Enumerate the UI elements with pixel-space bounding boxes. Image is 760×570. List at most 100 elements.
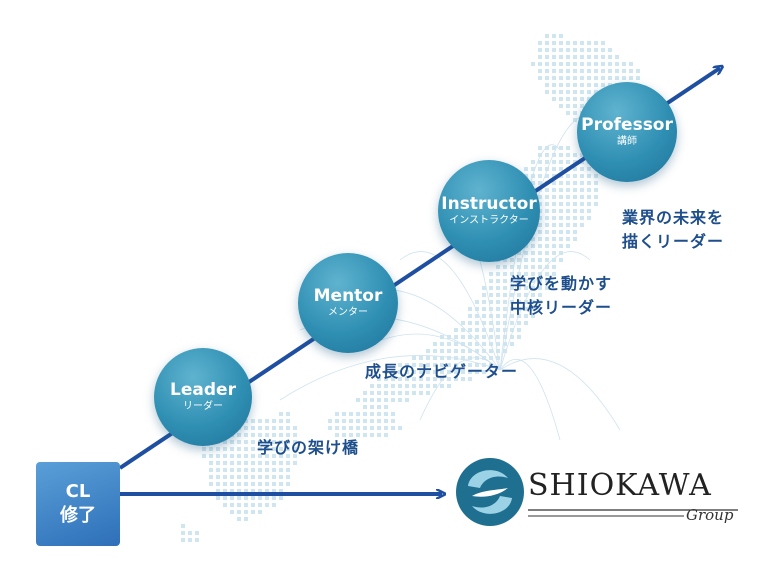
map-dot bbox=[517, 307, 521, 311]
map-dot bbox=[559, 209, 563, 213]
map-dot bbox=[587, 76, 591, 80]
map-dot bbox=[538, 237, 542, 241]
map-dot bbox=[258, 419, 262, 423]
map-dot bbox=[545, 174, 549, 178]
map-dot bbox=[552, 244, 556, 248]
map-dot bbox=[587, 195, 591, 199]
map-dot bbox=[517, 300, 521, 304]
map-dot bbox=[237, 503, 241, 507]
map-dot bbox=[244, 482, 248, 486]
map-dot bbox=[566, 153, 570, 157]
map-dot bbox=[223, 489, 227, 493]
map-dot bbox=[580, 41, 584, 45]
map-dot bbox=[405, 384, 409, 388]
map-dot bbox=[440, 384, 444, 388]
map-dot bbox=[538, 195, 542, 199]
map-dot bbox=[545, 230, 549, 234]
map-dot bbox=[384, 419, 388, 423]
map-dot bbox=[237, 461, 241, 465]
map-dot bbox=[251, 426, 255, 430]
map-dot bbox=[223, 447, 227, 451]
map-dot bbox=[573, 83, 577, 87]
stage-en-label: Professor bbox=[581, 115, 673, 135]
map-dot bbox=[216, 489, 220, 493]
map-dot bbox=[251, 489, 255, 493]
map-dot bbox=[461, 370, 465, 374]
map-dot bbox=[223, 482, 227, 486]
map-dot bbox=[531, 265, 535, 269]
map-dot bbox=[349, 419, 353, 423]
map-dot bbox=[377, 433, 381, 437]
map-dot bbox=[363, 391, 367, 395]
network-line bbox=[499, 251, 591, 371]
map-dot bbox=[398, 384, 402, 388]
map-dot bbox=[538, 223, 542, 227]
map-dot bbox=[237, 489, 241, 493]
map-dot bbox=[412, 356, 416, 360]
map-dot bbox=[545, 216, 549, 220]
map-dot bbox=[496, 335, 500, 339]
map-dot bbox=[489, 307, 493, 311]
map-dot bbox=[286, 475, 290, 479]
map-dot bbox=[622, 76, 626, 80]
map-dot bbox=[489, 328, 493, 332]
stage-circle-leader: Leader リーダー bbox=[154, 348, 252, 446]
map-dot bbox=[251, 468, 255, 472]
map-dot bbox=[517, 286, 521, 290]
map-dot bbox=[552, 167, 556, 171]
map-dot bbox=[545, 48, 549, 52]
map-dot bbox=[496, 314, 500, 318]
map-dot bbox=[580, 195, 584, 199]
map-dot bbox=[573, 160, 577, 164]
map-dot bbox=[370, 405, 374, 409]
map-dot bbox=[503, 300, 507, 304]
map-dot bbox=[510, 258, 514, 262]
map-dot bbox=[482, 342, 486, 346]
map-dot bbox=[559, 230, 563, 234]
map-dot bbox=[538, 216, 542, 220]
map-dot bbox=[566, 209, 570, 213]
map-dot bbox=[405, 398, 409, 402]
map-dot bbox=[566, 188, 570, 192]
map-dot bbox=[531, 286, 535, 290]
map-dot bbox=[510, 307, 514, 311]
map-dot bbox=[524, 279, 528, 283]
map-dot bbox=[419, 363, 423, 367]
map-dot bbox=[517, 321, 521, 325]
map-dot bbox=[531, 167, 535, 171]
map-dot bbox=[580, 209, 584, 213]
description-professor: 業界の未来を 描くリーダー bbox=[622, 208, 725, 251]
map-dot bbox=[293, 454, 297, 458]
map-dot bbox=[405, 377, 409, 381]
map-dot bbox=[517, 328, 521, 332]
map-dot bbox=[636, 69, 640, 73]
map-dot bbox=[258, 496, 262, 500]
map-dot bbox=[370, 419, 374, 423]
map-dot bbox=[258, 482, 262, 486]
map-dot bbox=[475, 328, 479, 332]
map-dot bbox=[545, 237, 549, 241]
map-dot bbox=[286, 433, 290, 437]
map-dot bbox=[538, 55, 542, 59]
map-dot bbox=[552, 34, 556, 38]
map-dot bbox=[531, 244, 535, 248]
map-dot bbox=[531, 251, 535, 255]
map-dot bbox=[531, 314, 535, 318]
map-dot bbox=[230, 489, 234, 493]
map-dot bbox=[223, 461, 227, 465]
map-dot bbox=[356, 398, 360, 402]
map-dot bbox=[468, 335, 472, 339]
map-dot bbox=[384, 433, 388, 437]
map-dot bbox=[566, 202, 570, 206]
map-dot bbox=[258, 461, 262, 465]
map-dot bbox=[580, 76, 584, 80]
map-dot bbox=[384, 426, 388, 430]
map-dot bbox=[258, 454, 262, 458]
map-dot bbox=[545, 34, 549, 38]
map-dot bbox=[580, 202, 584, 206]
map-dot bbox=[412, 377, 416, 381]
map-dot bbox=[489, 293, 493, 297]
map-dot bbox=[552, 146, 556, 150]
map-dot bbox=[258, 433, 262, 437]
map-dot bbox=[230, 447, 234, 451]
